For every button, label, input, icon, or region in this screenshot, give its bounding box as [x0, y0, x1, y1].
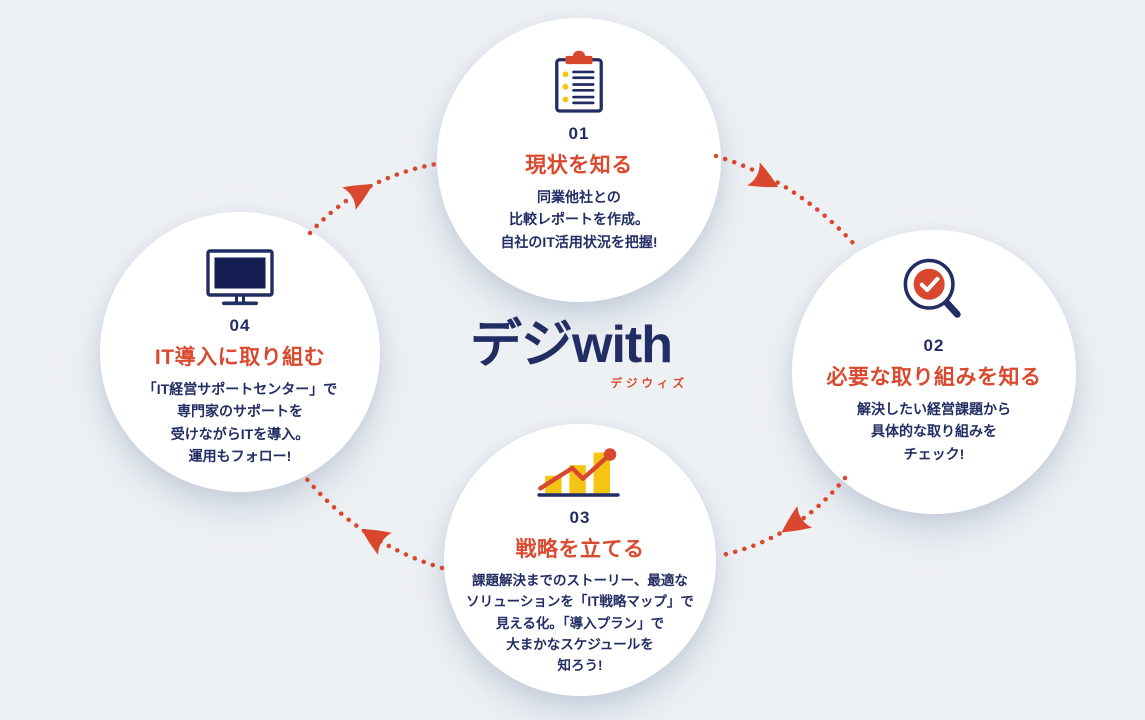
logo: デジwith デジウィズ: [450, 318, 692, 391]
logo-text: デジwith: [470, 316, 673, 374]
step-number: 03: [569, 508, 591, 527]
step-title: 現状を知る: [525, 154, 633, 177]
arrowhead-01-to-02-icon: [747, 162, 779, 188]
arrow-path-02-to-03: [715, 475, 848, 559]
arrowhead-03-to-04-icon: [361, 529, 392, 555]
step-description: 課題解決までのストーリー、最適な ソリューションを「IT戦略マップ」で 見える化…: [466, 573, 694, 674]
step-description: 解決したい経営課題から 具体的な取り組みを チェック!: [857, 401, 1011, 462]
step-circle-01: 01 現状を知る 同業他社との 比較レポートを作成。 自社のIT活用状況を把握!: [437, 18, 721, 302]
step-number: 01: [568, 124, 590, 143]
step-title: IT導入に取り組む: [154, 346, 326, 369]
step-circle-04: 04 IT導入に取り組む 「IT経営サポートセンター」で 専門家のサポートを 受…: [100, 212, 380, 492]
step-number: 04: [229, 316, 251, 335]
arrow-path-04-to-01: [307, 161, 439, 236]
step-title: 必要な取り組みを知る: [826, 366, 1042, 389]
arrowhead-04-to-01-icon: [342, 184, 373, 210]
step-description: 「IT経営サポートセンター」で 専門家のサポートを 受けながらITを導入。 運用…: [142, 381, 338, 465]
step-circle-02: 02 必要な取り組みを知る 解決したい経営課題から 具体的な取り組みを チェック…: [792, 230, 1076, 514]
arrowhead-02-to-03-icon: [781, 505, 813, 533]
step-description: 同業他社との 比較レポートを作成。 自社のIT活用状況を把握!: [500, 189, 658, 250]
growth-bar-chart-icon: [535, 440, 625, 500]
logo-reading: デジウィズ: [610, 377, 688, 390]
magnifier-check-icon: [901, 256, 967, 328]
arrow-path-03-to-04: [303, 475, 445, 571]
clipboard-checklist-icon: [550, 48, 608, 116]
step-title: 戦略を立てる: [515, 538, 645, 561]
step-circle-03: 03 戦略を立てる 課題解決までのストーリー、最適な ソリューションを「IT戦略…: [444, 424, 716, 696]
arrow-path-01-to-02: [713, 153, 857, 247]
step-number: 02: [923, 336, 945, 355]
desktop-monitor-icon: [205, 248, 275, 308]
